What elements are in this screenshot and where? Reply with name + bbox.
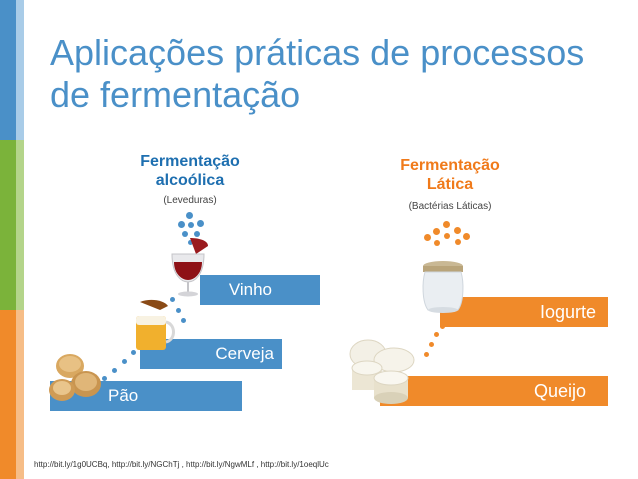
- item-label: Iogurte: [539, 302, 596, 322]
- connector-dot: [434, 332, 439, 337]
- decor-dot: [186, 212, 193, 219]
- connector-dot: [122, 359, 127, 364]
- decor-dot: [188, 222, 194, 228]
- left-stripe-blue: [0, 0, 16, 140]
- connector-dot: [429, 342, 434, 347]
- item-label: Pão: [108, 386, 139, 405]
- yogurt-image: [422, 261, 464, 313]
- decor-dot: [197, 220, 204, 227]
- connector-dot: [102, 376, 107, 381]
- left-stripe-orange: [0, 310, 16, 479]
- item-bar-queijo: Queijo: [380, 376, 608, 406]
- beer-image: [136, 299, 175, 350]
- item-bar-vinho: Vinho: [200, 275, 320, 305]
- decor-dot: [433, 228, 440, 235]
- connector-dot: [170, 297, 175, 302]
- decor-dot: [194, 231, 200, 237]
- cheese-image: [349, 339, 415, 404]
- item-label: Vinho: [228, 280, 272, 299]
- left-stripe-green: [0, 140, 16, 310]
- lactic-subtitle: (Bactérias Láticas): [408, 201, 492, 212]
- connector-dot: [176, 308, 181, 313]
- connector-dot: [181, 318, 186, 323]
- decor-dot: [454, 227, 461, 234]
- left-stripe-inner-green: [16, 140, 24, 310]
- wine-image: [171, 238, 208, 297]
- alcoholic-subtitle: (Leveduras): [163, 195, 217, 206]
- page-title: Aplicações práticas de processos de ferm…: [50, 32, 585, 115]
- connector-dot: [424, 352, 429, 357]
- decor-dot: [455, 239, 461, 245]
- decor-dot: [434, 240, 440, 246]
- bread-image: [49, 354, 101, 401]
- decor-dot: [444, 233, 450, 239]
- decor-dot: [188, 240, 193, 245]
- decor-dot: [178, 221, 185, 228]
- item-label: Cerveja: [215, 344, 274, 363]
- decor-dot: [463, 233, 470, 240]
- connector-dot: [131, 350, 136, 355]
- decor-dot: [424, 234, 431, 241]
- decor-dot: [443, 221, 450, 228]
- source-links: http://bit.ly/1g0UCBq, http://bit.ly/NGC…: [34, 460, 329, 469]
- lactic-heading: Fermentação Lática: [400, 157, 500, 193]
- alcoholic-heading: Fermentação alcoólica: [140, 153, 240, 189]
- item-bar-iogurte: Iogurte: [440, 297, 608, 327]
- connector-dot: [112, 368, 117, 373]
- left-stripe-inner-orange: [16, 310, 24, 479]
- decor-dot: [182, 231, 188, 237]
- item-label: Queijo: [533, 381, 586, 401]
